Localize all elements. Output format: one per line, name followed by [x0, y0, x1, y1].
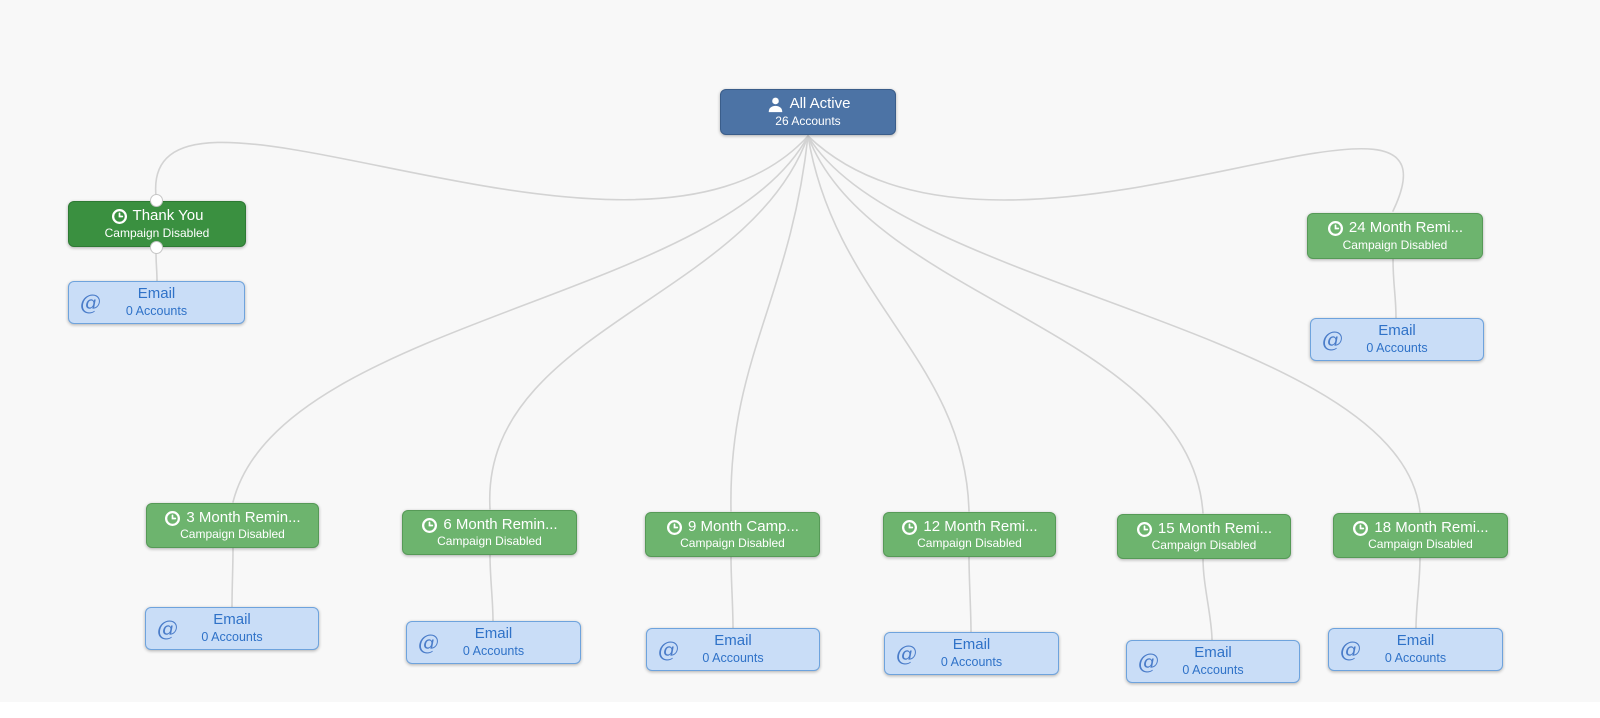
clock-icon	[1136, 521, 1153, 538]
connector-port-bottom[interactable]	[150, 241, 163, 254]
wire-6-month-to-email	[489, 554, 494, 622]
wire-root-to-12-month	[807, 135, 970, 512]
at-icon: @	[658, 637, 679, 662]
at-icon: @	[1138, 649, 1159, 674]
campaign-status: Campaign Disabled	[680, 536, 785, 551]
campaign-status: Campaign Disabled	[1368, 537, 1473, 552]
wire-3-month-to-email	[231, 547, 234, 608]
email-node-18-month[interactable]: @ Email 0 Accounts	[1328, 628, 1503, 671]
wire-15-month-to-email	[1202, 558, 1213, 641]
campaign-status: Campaign Disabled	[917, 536, 1022, 551]
email-node-12-month[interactable]: @ Email 0 Accounts	[884, 632, 1059, 675]
campaign-title: 18 Month Remi...	[1374, 518, 1489, 536]
email-node-3-month[interactable]: @ Email 0 Accounts	[145, 607, 319, 650]
root-subtitle: 26 Accounts	[775, 114, 841, 128]
connector-port-top[interactable]	[150, 194, 163, 207]
campaign-node-12-month[interactable]: 12 Month Remi... Campaign Disabled	[883, 512, 1056, 557]
email-node-24-month[interactable]: @ Email 0 Accounts	[1310, 318, 1484, 361]
email-subtitle: 0 Accounts	[940, 655, 1003, 670]
email-node-9-month[interactable]: @ Email 0 Accounts	[646, 628, 820, 671]
email-subtitle: 0 Accounts	[702, 651, 764, 666]
email-title: Email	[474, 625, 513, 643]
wire-thank-you-to-email	[155, 251, 158, 282]
campaign-node-15-month[interactable]: 15 Month Remi... Campaign Disabled	[1117, 514, 1291, 559]
campaign-title: 3 Month Remin...	[186, 508, 301, 526]
email-title: Email	[1396, 632, 1435, 650]
email-title: Email	[213, 611, 251, 629]
wire-18-month-to-email	[1415, 557, 1421, 629]
email-subtitle: 0 Accounts	[1366, 341, 1428, 356]
email-node-15-month[interactable]: @ Email 0 Accounts	[1126, 640, 1300, 683]
at-icon: @	[1322, 327, 1343, 352]
wire-root-to-9-month	[730, 135, 809, 512]
clock-icon	[164, 510, 181, 527]
campaign-node-18-month[interactable]: 18 Month Remi... Campaign Disabled	[1333, 513, 1508, 558]
at-icon: @	[80, 290, 101, 315]
email-subtitle: 0 Accounts	[125, 304, 188, 319]
clock-icon	[1327, 220, 1344, 237]
campaign-title: 15 Month Remi...	[1157, 519, 1273, 537]
email-node-6-month[interactable]: @ Email 0 Accounts	[406, 621, 581, 664]
wire-root-to-18-month	[807, 135, 1421, 513]
wire-root-to-15-month	[807, 135, 1204, 514]
email-title: Email	[714, 632, 752, 650]
campaign-node-6-month[interactable]: 6 Month Remin... Campaign Disabled	[402, 510, 577, 555]
at-icon: @	[418, 630, 439, 655]
campaign-title: 6 Month Remin...	[443, 515, 558, 533]
email-title: Email	[1194, 644, 1232, 662]
email-subtitle: 0 Accounts	[462, 644, 525, 659]
clock-icon	[901, 519, 918, 536]
wire-root-to-24-month	[807, 135, 1405, 212]
campaign-title: 24 Month Remi...	[1348, 219, 1464, 237]
clock-icon	[1352, 520, 1369, 537]
email-subtitle: 0 Accounts	[201, 630, 263, 645]
root-node-all-active[interactable]: All Active 26 Accounts	[720, 89, 896, 135]
clock-icon	[666, 519, 683, 536]
wire-12-month-to-email	[968, 556, 972, 633]
campaign-title: 9 Month Camp...	[688, 517, 799, 535]
campaign-status: Campaign Disabled	[180, 527, 285, 542]
clock-icon	[421, 517, 438, 534]
canvas-bottom-edge	[0, 702, 1600, 718]
at-icon: @	[157, 616, 178, 641]
campaign-status: Campaign Disabled	[437, 534, 542, 549]
email-node-thank-you[interactable]: @ Email 0 Accounts	[68, 281, 245, 324]
wire-9-month-to-email	[730, 556, 734, 629]
at-icon: @	[1340, 637, 1361, 662]
root-title: All Active	[789, 95, 851, 113]
wire-root-to-3-month	[232, 135, 809, 503]
email-title: Email	[952, 636, 991, 654]
at-icon: @	[896, 641, 917, 666]
campaign-status: Campaign Disabled	[1151, 538, 1257, 553]
campaign-status: Campaign Disabled	[104, 225, 210, 240]
email-title: Email	[1378, 322, 1416, 340]
email-title: Email	[137, 285, 176, 303]
campaign-node-24-month[interactable]: 24 Month Remi... Campaign Disabled	[1307, 213, 1483, 259]
campaign-node-9-month[interactable]: 9 Month Camp... Campaign Disabled	[645, 512, 820, 557]
wire-root-to-6-month	[489, 135, 809, 510]
campaign-node-3-month[interactable]: 3 Month Remin... Campaign Disabled	[146, 503, 319, 548]
campaign-node-thank-you[interactable]: Thank You Campaign Disabled	[68, 194, 246, 254]
wire-24-month-to-email	[1392, 258, 1397, 319]
wire-root-to-thank-you	[155, 135, 809, 201]
clock-icon	[111, 208, 128, 225]
campaign-status: Campaign Disabled	[1342, 237, 1448, 252]
email-subtitle: 0 Accounts	[1182, 663, 1244, 678]
email-subtitle: 0 Accounts	[1384, 651, 1447, 666]
campaign-title: 12 Month Remi...	[923, 517, 1038, 535]
person-icon	[766, 95, 785, 114]
campaign-title: Thank You	[132, 207, 204, 225]
